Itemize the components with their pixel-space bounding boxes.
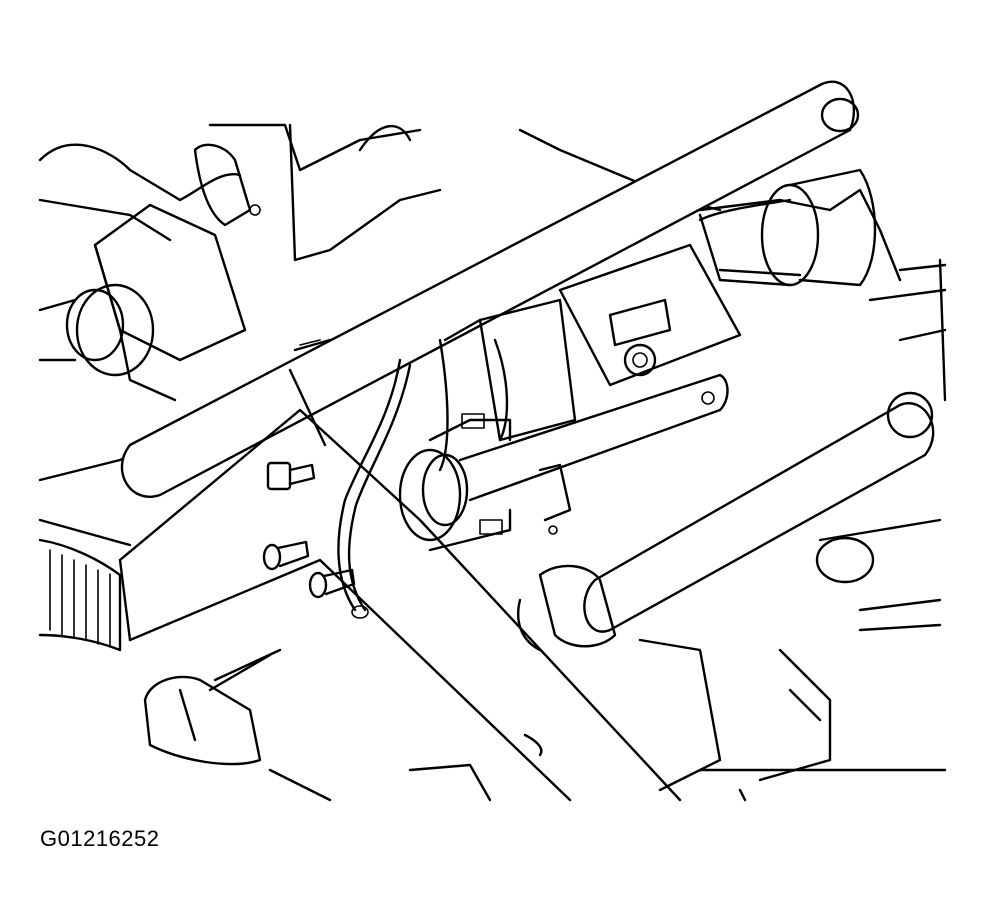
- lower-tie-rod-tube: [517, 391, 935, 652]
- right-lower-housing: [638, 518, 947, 802]
- bolt-middle: [262, 540, 310, 571]
- bolt-upper: [266, 461, 316, 491]
- left-ball-joint-boot: [38, 283, 155, 377]
- figure-id-label: G01216252: [40, 826, 160, 851]
- vehicle-body-outline: [38, 123, 947, 547]
- bolt-lower: [308, 568, 356, 599]
- right-upper-housing: [698, 168, 877, 287]
- left-mount-bracket: [93, 143, 261, 402]
- left-tie-rod-bellows: [38, 538, 122, 652]
- pinion-coupling: [398, 373, 729, 552]
- lower-left-knuckle: [143, 675, 332, 802]
- steering-gear-housing: [438, 243, 742, 472]
- mounting-bolts: [262, 461, 356, 599]
- wire-harness: [337, 358, 543, 757]
- upper-crossbar-tube: [120, 80, 860, 498]
